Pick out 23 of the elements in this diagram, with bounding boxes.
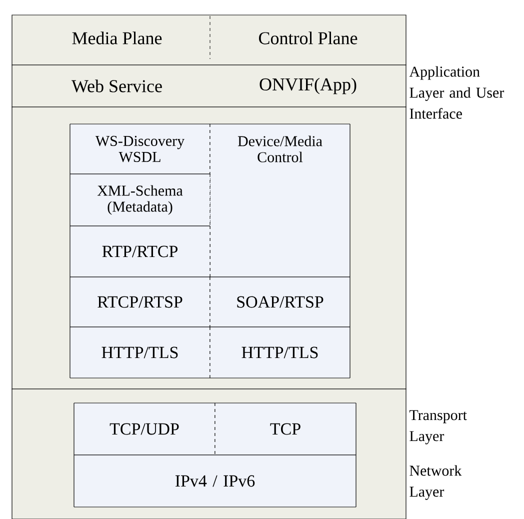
protocol-cell: HTTP/TLS	[70, 326, 210, 378]
layer-band: Media Plane Control Plane	[12, 14, 406, 66]
protocol-cell: TCP/UDP	[74, 402, 216, 456]
layer-label: Transport Layer	[409, 410, 467, 444]
node-label: RTP/RTCP	[102, 246, 178, 258]
layer-label: Network Layer	[410, 465, 462, 500]
layer-label: Application Layer and User Interface	[409, 66, 504, 119]
protocol-cell: TCP	[214, 402, 356, 456]
protocol-cell: RTCP/RTSP	[70, 276, 210, 328]
node-label: Device/Media Control	[238, 136, 322, 162]
node-label: WS-Discovery WSDL	[95, 136, 185, 162]
protocol-cell: XML-Schema (Metadata)	[70, 174, 210, 226]
node-label: TCP/UDP	[110, 423, 179, 435]
node-label: XML-Schema (Metadata)	[97, 185, 183, 215]
node-label: SOAP/RTSP	[237, 296, 324, 308]
layer-band: Web Service ONVIF(App)	[12, 64, 406, 108]
protocol-cell: RTP/RTCP	[70, 226, 210, 278]
protocol-cell: HTTP/TLS	[210, 326, 350, 378]
protocol-cell: SOAP/RTSP	[210, 276, 350, 328]
node-label: HTTP/TLS	[102, 346, 178, 358]
protocol-cell: WS-Discovery WSDL	[70, 124, 210, 174]
node-label: TCP	[270, 423, 300, 435]
node-label: RTCP/RTSP	[98, 296, 182, 308]
